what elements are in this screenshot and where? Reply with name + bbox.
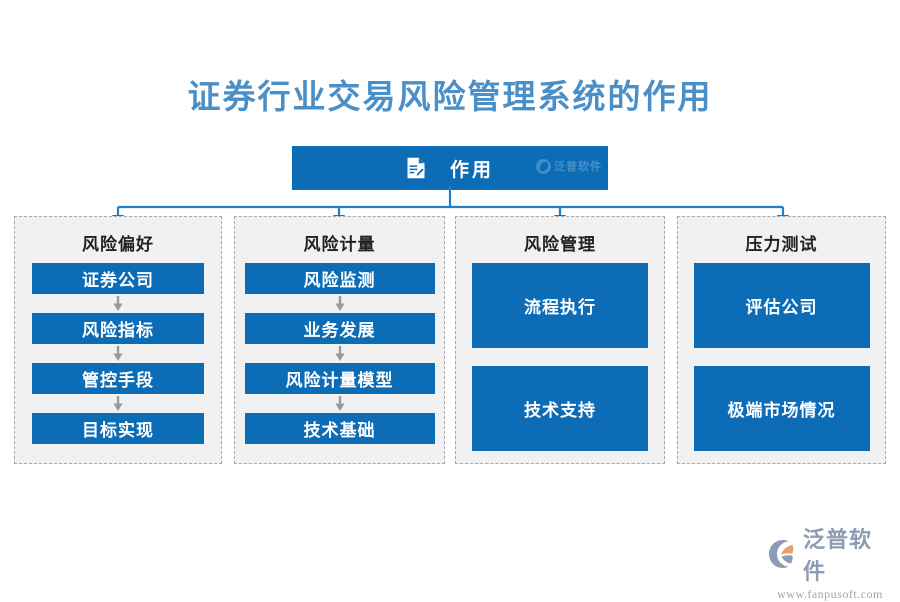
column-title: 风险偏好: [82, 235, 154, 255]
column-title: 压力测试: [745, 235, 818, 255]
node-item[interactable]: 目标实现: [32, 413, 204, 444]
column-items: 风险监测 业务发展 风险计量模型 技术基: [235, 263, 444, 451]
watermark-label: 泛普软件: [554, 160, 602, 173]
column-title: 风险管理: [524, 235, 596, 255]
node-item[interactable]: 流程执行: [472, 263, 648, 348]
page-title: 证券行业交易风险管理系统的作用: [187, 77, 713, 116]
column-title: 风险计量: [303, 235, 376, 255]
node-item[interactable]: 管控手段: [32, 363, 204, 394]
node-item[interactable]: 风险指标: [32, 313, 204, 344]
watermark-mark-icon: [536, 158, 551, 174]
brand-url: www.fanpusoft.com: [777, 587, 883, 601]
column-items: 证券公司 风险指标 管控手段 目标实现: [15, 263, 221, 451]
down-arrow-icon: [113, 395, 123, 411]
node-connector: [245, 294, 435, 313]
node-item[interactable]: 技术基础: [244, 413, 435, 444]
brand-logo: 泛普软件 www.fanpusoft.com: [768, 528, 892, 601]
root-watermark: 泛普软件: [536, 158, 602, 174]
root-node[interactable]: 作用 泛普软件: [292, 146, 608, 190]
node-item[interactable]: 极端市场情况: [693, 366, 870, 451]
brand-row: 泛普软件: [768, 522, 892, 586]
node-connector: [245, 344, 435, 363]
fanpu-logo-icon: [769, 540, 794, 568]
document-edit-icon: [407, 157, 426, 179]
column-panel-risk-preference: 风险偏好 证券公司 风险指标 管控手段: [14, 216, 222, 464]
brand-name: 泛普软件: [803, 528, 873, 585]
down-arrow-icon: [113, 295, 123, 311]
column-panel-stress-test: 压力测试 评估公司 极端市场情况: [677, 216, 886, 464]
node-connector: [32, 294, 204, 313]
node-connector: [32, 344, 204, 363]
column-panel-risk-management: 风险管理 流程执行 技术支持: [455, 216, 665, 464]
column-panel-risk-measurement: 风险计量 风险监测 业务发展 风险计量模型: [234, 216, 445, 464]
node-item[interactable]: 评估公司: [693, 263, 870, 348]
node-item[interactable]: 业务发展: [244, 313, 435, 344]
down-arrow-icon: [113, 345, 123, 361]
node-item[interactable]: 风险计量模型: [244, 363, 435, 394]
root-node-label: 作用: [449, 158, 494, 181]
node-item[interactable]: 技术支持: [472, 366, 648, 451]
down-arrow-icon: [334, 345, 345, 361]
down-arrow-icon: [334, 395, 345, 411]
node-item[interactable]: 风险监测: [244, 263, 435, 294]
node-item[interactable]: 证券公司: [32, 263, 204, 294]
column-items: 评估公司 极端市场情况: [678, 263, 885, 451]
node-connector: [32, 394, 204, 413]
column-items: 流程执行 技术支持: [456, 263, 664, 451]
node-connector: [245, 394, 435, 413]
down-arrow-icon: [334, 295, 345, 311]
